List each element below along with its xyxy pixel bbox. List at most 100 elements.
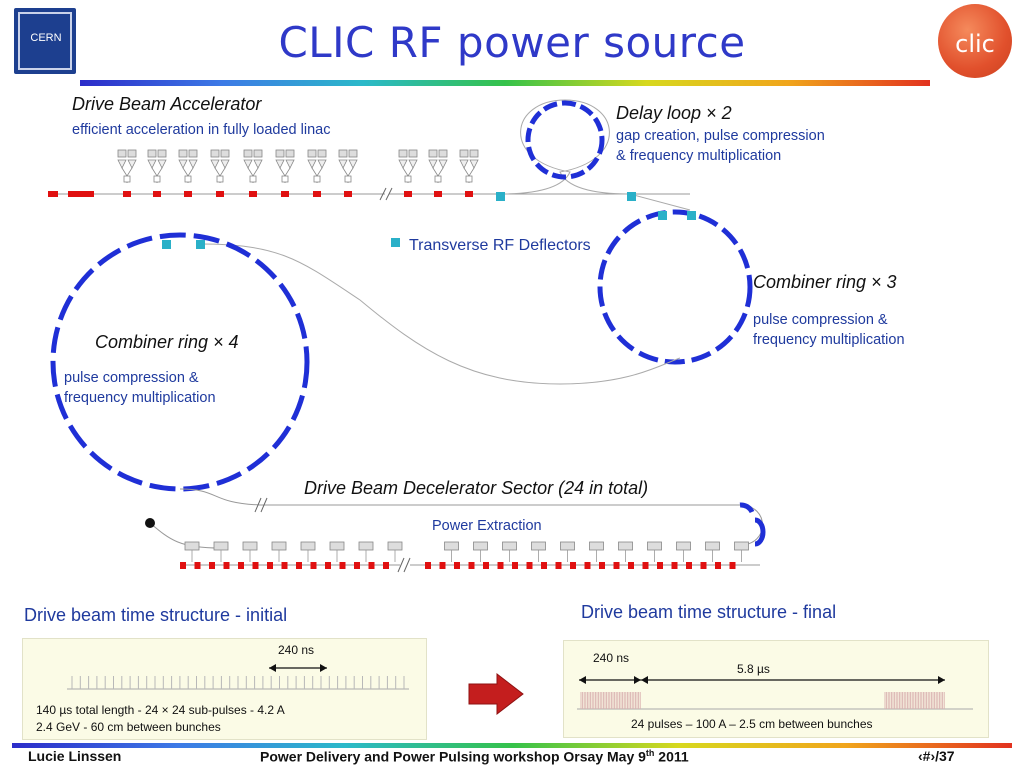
final-240ns-label: 240 ns (593, 651, 630, 665)
pets-unit (358, 541, 374, 562)
clic-logo (938, 4, 1012, 78)
beam-layout-diagram (48, 99, 766, 573)
deflector-marker (162, 240, 171, 249)
drive-beam-accelerator-subtitle: efficient acceleration in fully loaded l… (72, 122, 331, 138)
delay-loop-path (499, 99, 691, 211)
decelerator-magnet (180, 562, 186, 569)
decelerator-magnet (497, 562, 504, 569)
delay-loop-ring (525, 100, 605, 180)
break-mark (379, 187, 387, 201)
time-structure-final-heading: Drive beam time structure - final (581, 602, 837, 622)
break-mark-3 (397, 557, 405, 573)
decelerator-upper-line (179, 488, 763, 546)
deflector-marker (196, 240, 205, 249)
title-rule (80, 80, 930, 86)
accelerator-units (117, 149, 479, 197)
decelerator-magnet (570, 562, 576, 569)
pets-unit (213, 541, 229, 562)
pets-unit (242, 541, 258, 562)
footer-page-number: ‹#›/37 (918, 748, 955, 764)
combiner-ring-4 (50, 232, 310, 492)
combiner-ring-3 (597, 209, 753, 365)
accelerator-magnet (68, 191, 94, 197)
time-structure-final-box (563, 640, 989, 738)
decelerator-magnet (310, 562, 317, 569)
decelerator-magnet (468, 562, 475, 569)
transfer-line (199, 243, 681, 385)
decelerator-magnet (425, 562, 431, 569)
combiner-ring-4-line2: frequency multiplication (64, 390, 216, 406)
final-pulse-train (577, 676, 973, 710)
decelerator-magnet (454, 562, 460, 569)
accelerator-unit (210, 149, 230, 197)
decelerator-magnet (599, 562, 605, 569)
decelerator-magnet (238, 562, 244, 569)
decelerator-magnet (325, 562, 331, 569)
decelerator-magnet (223, 562, 230, 569)
deflector-marker (496, 192, 505, 201)
combiner-ring-4-line1: pulse compression & (64, 370, 199, 386)
accelerator-unit (178, 149, 198, 197)
decelerator-magnet (526, 562, 533, 569)
decelerator-magnet (613, 562, 620, 569)
pets-unit (271, 541, 287, 562)
decelerator-magnet (686, 562, 692, 569)
break-mark-2 (385, 187, 393, 201)
decelerator-magnet (281, 562, 288, 569)
decelerator-magnet (512, 562, 518, 569)
decelerator-magnet (383, 562, 389, 569)
decelerator-magnet (657, 562, 663, 569)
decelerator-magnet (339, 562, 346, 569)
decelerator-magnet (729, 562, 736, 569)
arrowhead (269, 664, 276, 672)
arrowhead (938, 676, 945, 684)
combiner-ring-3-line2: frequency multiplication (753, 332, 905, 348)
accelerator-magnet (48, 191, 58, 197)
decelerator-magnet (715, 562, 721, 569)
pets-unit (502, 541, 517, 562)
decelerator-units (180, 541, 749, 569)
accelerator-unit (398, 149, 418, 197)
decelerator-magnet (439, 562, 446, 569)
time-structure-initial-heading: Drive beam time structure - initial (24, 605, 288, 625)
accelerator-unit (117, 149, 137, 197)
accelerator-unit (338, 149, 358, 197)
pets-unit (560, 541, 575, 562)
pets-unit (184, 541, 200, 562)
pets-unit (676, 541, 691, 562)
decelerator-magnet (194, 562, 201, 569)
arrowhead (634, 676, 641, 684)
decelerator-magnet (296, 562, 302, 569)
combiner-ring-3-heading: Combiner ring × 3 (753, 272, 897, 292)
pets-unit (329, 541, 345, 562)
pets-unit (531, 541, 546, 562)
accelerator-unit (275, 149, 295, 197)
break-mark-6 (260, 497, 268, 513)
accelerator-unit (459, 149, 479, 197)
pets-unit (734, 541, 749, 562)
accelerator-unit (147, 149, 167, 197)
cern-logo-text: CERN (30, 32, 62, 44)
arrowhead (320, 664, 327, 672)
decelerator-magnet (584, 562, 591, 569)
decelerator-magnet (209, 562, 215, 569)
delay-loop-heading: Delay loop × 2 (616, 103, 732, 123)
legend-deflector-square (391, 238, 400, 247)
turnaround-magnet (754, 517, 766, 547)
cern-logo (14, 8, 76, 74)
drive-beam-accelerator-heading: Drive Beam Accelerator (72, 94, 262, 114)
decelerator-magnet (252, 562, 259, 569)
final-ticks (580, 692, 945, 709)
pets-unit (647, 541, 662, 562)
footer-rule (12, 743, 1012, 748)
footer-author: Lucie Linssen (28, 748, 122, 764)
power-extraction-label: Power Extraction (432, 518, 542, 534)
accelerator-unit (428, 149, 448, 197)
decelerator-magnet (354, 562, 360, 569)
break-mark-4 (403, 557, 411, 573)
pets-unit (705, 541, 720, 562)
footer-event: Power Delivery and Power Pulsing worksho… (260, 748, 689, 765)
decelerator-magnet (368, 562, 375, 569)
decelerator-magnet (555, 562, 562, 569)
initial-240ns-label: 240 ns (278, 643, 315, 657)
